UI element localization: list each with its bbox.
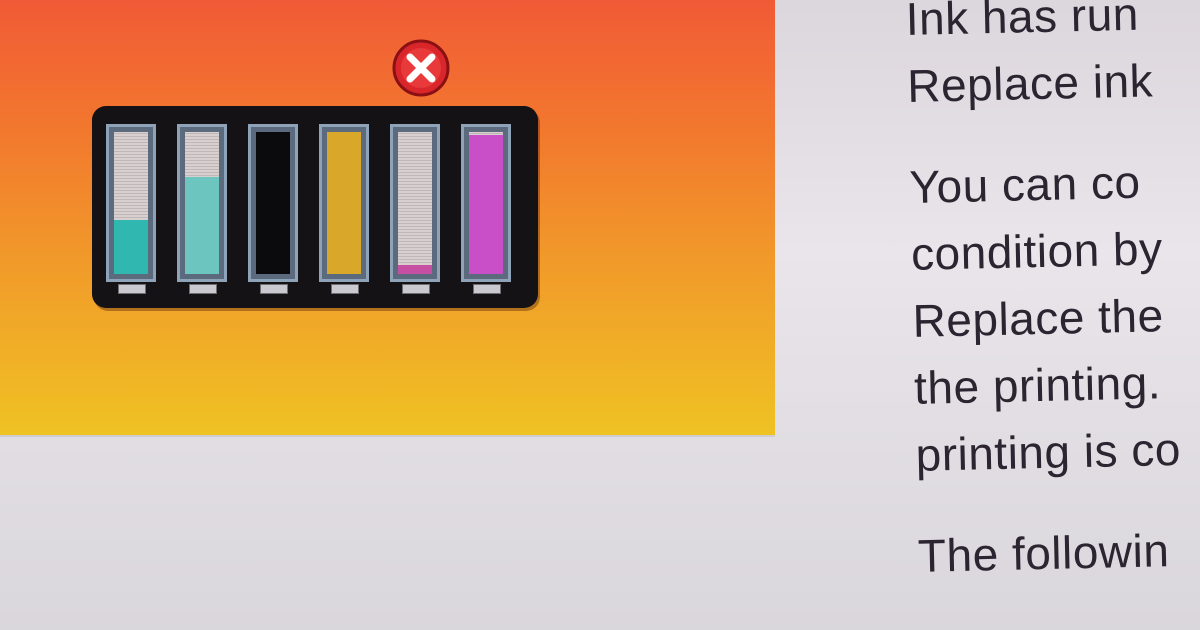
ink-cartridge-3 — [248, 124, 298, 282]
message-line: You can co — [908, 155, 1142, 213]
message-line: Replace ink — [906, 54, 1154, 112]
ink-cartridge-4 — [319, 124, 369, 282]
message-line: condition by — [910, 222, 1164, 280]
ink-well — [114, 132, 148, 274]
error-message: Ink has run Replace ink You can co condi… — [905, 0, 1200, 630]
message-line: printing is co — [915, 422, 1182, 481]
message-line: the printing. — [913, 356, 1162, 414]
ink-well — [398, 132, 432, 274]
ink-level-fill — [114, 220, 148, 274]
ink-level-fill — [185, 177, 219, 274]
ink-cartridge-5 — [390, 124, 440, 282]
error-x-icon — [392, 39, 450, 97]
cartridge-chip — [473, 284, 501, 294]
message-line: The followin — [917, 524, 1170, 582]
cartridge-chip — [402, 284, 430, 294]
ink-level-fill — [327, 132, 361, 274]
cartridge-chip — [118, 284, 146, 294]
message-line: Ink has run — [905, 0, 1140, 45]
ink-cartridge-6 — [461, 124, 511, 282]
ink-cartridge-2 — [177, 124, 227, 282]
cartridge-chip — [189, 284, 217, 294]
ink-level-fill — [256, 132, 290, 274]
cartridge-chip — [331, 284, 359, 294]
ink-well — [469, 132, 503, 274]
cartridge-chip — [260, 284, 288, 294]
ink-well — [256, 132, 290, 274]
message-line: Replace the — [912, 289, 1165, 347]
ink-status-panel — [0, 0, 775, 435]
ink-level-fill — [398, 265, 432, 274]
ink-cartridge-tray — [92, 106, 538, 308]
ink-well — [185, 132, 219, 274]
ink-level-fill — [469, 134, 503, 274]
ink-well — [327, 132, 361, 274]
ink-cartridge-1 — [106, 124, 156, 282]
